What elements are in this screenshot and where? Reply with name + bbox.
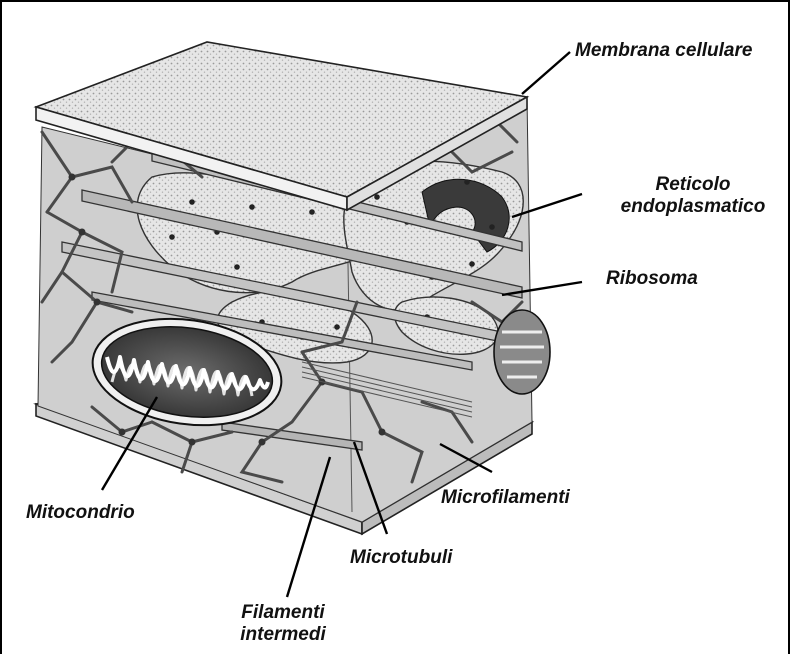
label-microfilamenti: Microfilamenti: [441, 487, 570, 509]
label-microtubuli: Microtubuli: [350, 547, 452, 569]
label-reticolo-line1: Reticolo: [602, 174, 784, 196]
label-filamenti-intermedi: Filamenti intermedi: [218, 602, 348, 646]
label-filamenti-line1: Filamenti: [218, 602, 348, 624]
label-mitocondrio: Mitocondrio: [26, 502, 135, 524]
label-reticolo-endoplasmatico: Reticolo endoplasmatico: [602, 174, 784, 218]
label-filamenti-line2: intermedi: [218, 624, 348, 646]
label-reticolo-line2: endoplasmatico: [602, 196, 784, 218]
mitochondrion-cut: [494, 310, 550, 394]
label-membrana-cellulare: Membrana cellulare: [575, 40, 752, 62]
label-ribosoma: Ribosoma: [606, 268, 698, 290]
